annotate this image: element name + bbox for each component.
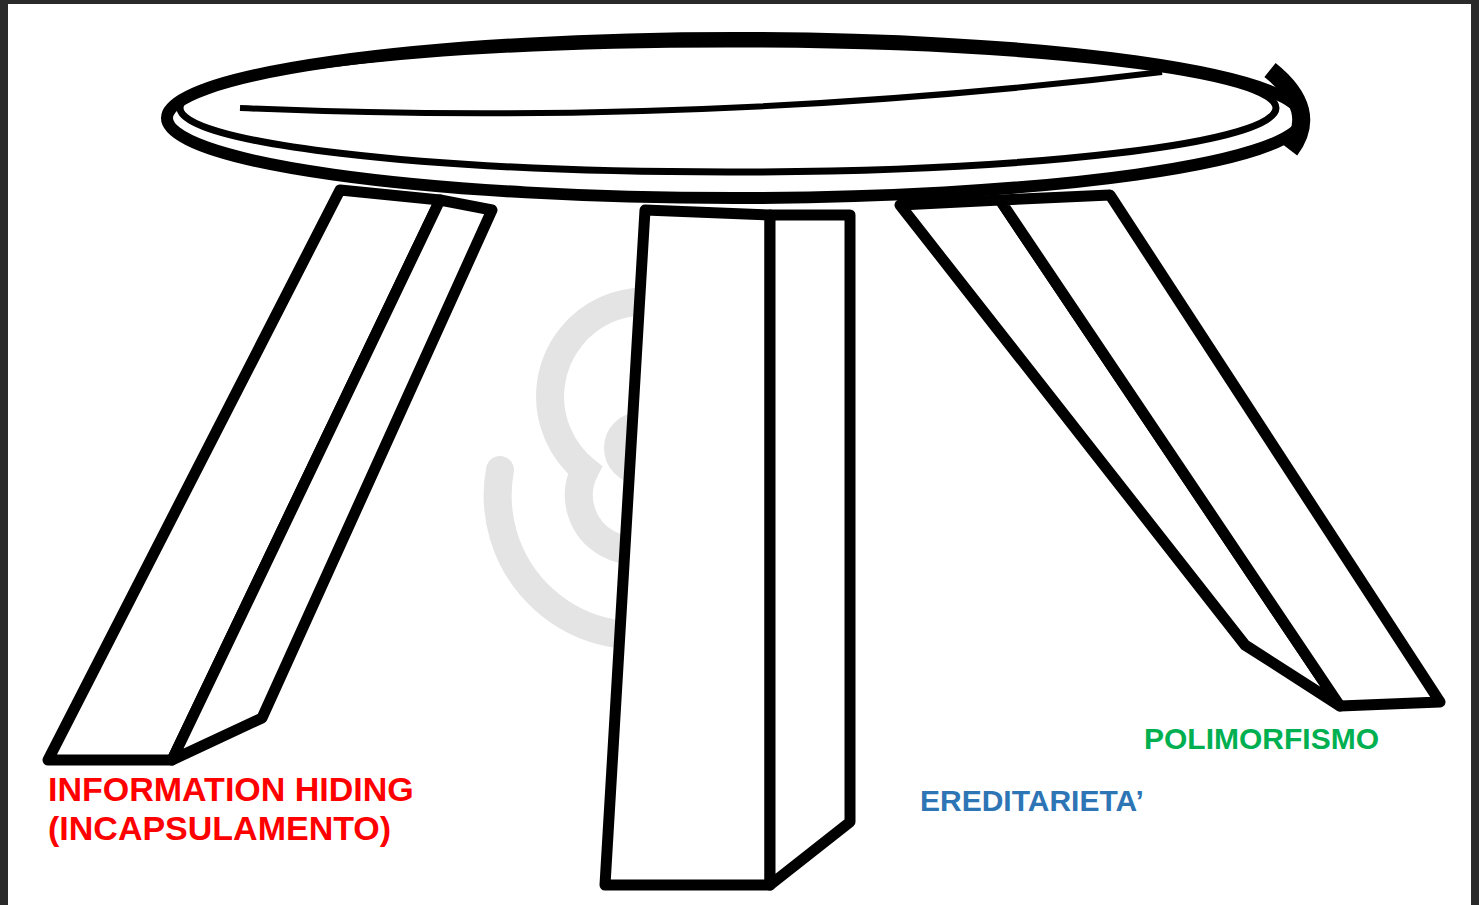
frame-edge <box>0 0 1479 4</box>
stool-seat <box>167 38 1303 198</box>
concept-label: INFORMATION HIDING (INCAPSULAMENTO) <box>44 768 532 850</box>
frame-edge <box>1471 0 1479 905</box>
concept-label: EREDITARIETA’ <box>916 782 1148 821</box>
frame-edge <box>0 0 8 905</box>
concept-label: POLIMORFISMO <box>1140 720 1383 759</box>
